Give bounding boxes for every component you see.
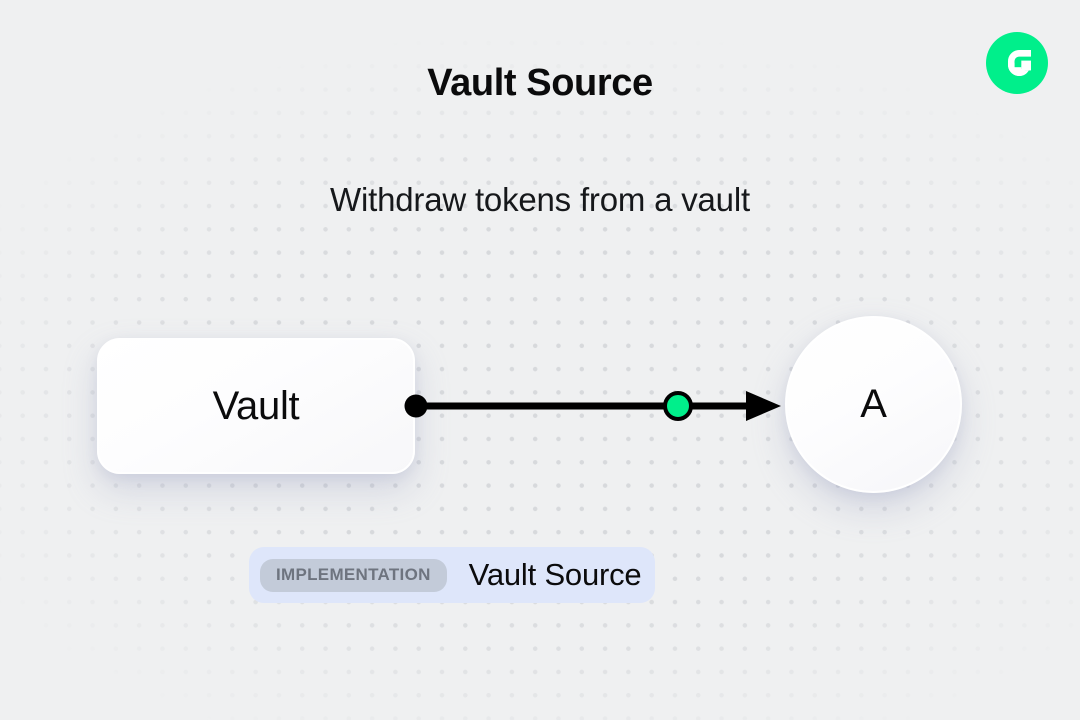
implementation-tag: IMPLEMENTATION bbox=[260, 558, 447, 592]
edge-midpoint-handle[interactable] bbox=[663, 391, 693, 421]
page-subtitle: Withdraw tokens from a vault bbox=[330, 181, 750, 218]
node-vault-label: Vault bbox=[212, 383, 300, 428]
node-vault[interactable]: Vault bbox=[97, 338, 415, 474]
node-a-label: A bbox=[860, 382, 887, 426]
page-title: Vault Source bbox=[427, 62, 653, 104]
edge-arrowhead-icon bbox=[746, 391, 781, 421]
edge-source-handle[interactable] bbox=[404, 394, 428, 418]
flow-logo-icon bbox=[986, 32, 1048, 94]
implementation-name: Vault Source bbox=[468, 557, 642, 592]
implementation-badge: IMPLEMENTATION Vault Source bbox=[249, 547, 656, 603]
node-a[interactable]: A bbox=[785, 316, 962, 493]
